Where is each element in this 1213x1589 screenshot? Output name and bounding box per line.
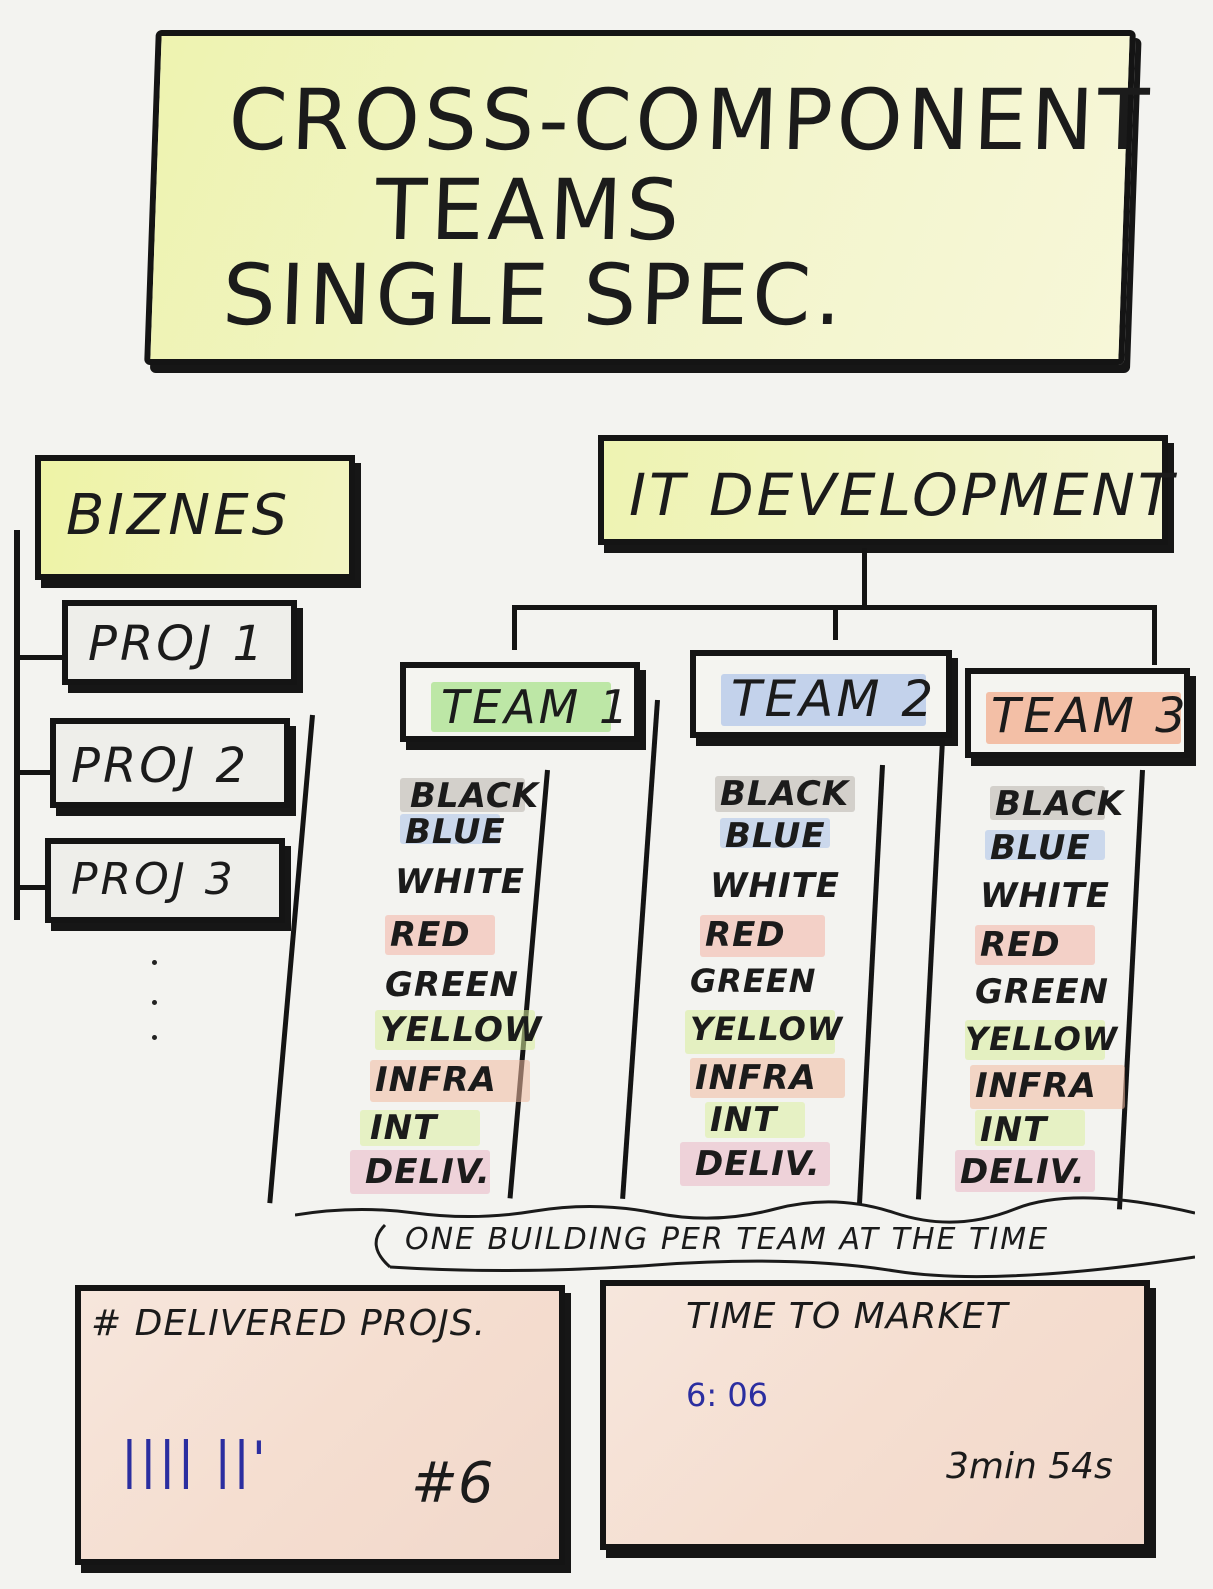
proj-3-label: PROJ 3 bbox=[71, 854, 236, 905]
team-2-item: YELLOW bbox=[690, 1010, 844, 1048]
it-development-label: IT DEVELOPMENT bbox=[629, 461, 1177, 529]
biznes-box: BIZNES bbox=[35, 455, 355, 580]
team-3-item: INT bbox=[980, 1110, 1048, 1150]
tally-marks: |||| ||' bbox=[121, 1431, 268, 1489]
proj-1-label: PROJ 1 bbox=[88, 616, 267, 672]
hl-infra bbox=[690, 1058, 845, 1098]
team-3-item: BLUE bbox=[990, 828, 1091, 868]
team-1-item: YELLOW bbox=[380, 1010, 543, 1050]
team-3-item: GREEN bbox=[975, 972, 1109, 1012]
hl-int bbox=[360, 1110, 480, 1146]
team-1-item: INFRA bbox=[375, 1060, 497, 1100]
team-2-item: GREEN bbox=[690, 962, 817, 1000]
proj-2-label: PROJ 2 bbox=[71, 738, 250, 794]
team-3-connector bbox=[1152, 605, 1157, 665]
time-to-market-title: TIME TO MARKET bbox=[686, 1296, 1009, 1337]
team-2-item: INT bbox=[710, 1100, 778, 1140]
team-3-item: YELLOW bbox=[965, 1020, 1119, 1058]
team-3-item: WHITE bbox=[980, 876, 1111, 916]
team-1-item: BLACK bbox=[410, 776, 540, 816]
hl-int bbox=[975, 1110, 1085, 1146]
hl-yellow bbox=[685, 1010, 835, 1054]
title-line-1: CROSS-COMPONENT bbox=[226, 71, 1155, 169]
team-1-box: TEAM 1 bbox=[400, 662, 640, 742]
team-1-connector bbox=[512, 605, 517, 650]
proj-1-connector bbox=[20, 655, 65, 660]
proj-3-connector bbox=[20, 885, 47, 890]
title-line-2: TEAMS bbox=[373, 161, 685, 259]
delivered-count: #6 bbox=[411, 1451, 494, 1516]
team-1-highlight bbox=[431, 682, 611, 732]
biznes-connector bbox=[14, 530, 20, 920]
hl-yellow bbox=[965, 1020, 1105, 1060]
team-1-item: INT bbox=[370, 1108, 438, 1148]
team-3-item: RED bbox=[980, 925, 1061, 965]
team-2-item: WHITE bbox=[710, 866, 841, 906]
proj-1-box: PROJ 1 bbox=[62, 600, 297, 685]
team-2-item: DELIV. bbox=[695, 1144, 821, 1184]
biznes-label: BIZNES bbox=[66, 483, 291, 548]
delivered-projects-box: # DELIVERED PROJS. |||| ||' #6 bbox=[75, 1285, 565, 1565]
proj-3-box: PROJ 3 bbox=[45, 838, 285, 923]
hl-red bbox=[385, 915, 495, 955]
team-3-highlight bbox=[986, 692, 1181, 744]
team-3-item: INFRA bbox=[975, 1066, 1097, 1106]
it-development-box: IT DEVELOPMENT bbox=[598, 435, 1173, 545]
hl-int bbox=[705, 1102, 805, 1138]
ellipsis-dot bbox=[152, 960, 157, 965]
it-tree-stem bbox=[862, 548, 867, 610]
team-3-item: DELIV. bbox=[960, 1152, 1086, 1192]
team-2-item: RED bbox=[705, 915, 786, 955]
team-1-item: RED bbox=[390, 915, 471, 955]
time-second-value: 3min 54s bbox=[946, 1446, 1113, 1487]
team-2-box: TEAM 2 bbox=[690, 650, 952, 738]
hl-deliv bbox=[350, 1150, 490, 1194]
title-line-3: SINGLE SPEC. bbox=[220, 246, 848, 344]
team-3-box: TEAM 3 bbox=[965, 668, 1190, 758]
title-box: CROSS-COMPONENT TEAMS SINGLE SPEC. bbox=[144, 30, 1155, 365]
team-1-item: BLUE bbox=[405, 812, 506, 852]
hl-infra bbox=[370, 1060, 530, 1102]
team-1-item: WHITE bbox=[395, 862, 526, 902]
hl-blue bbox=[985, 830, 1105, 860]
hl-blue bbox=[400, 814, 500, 844]
proj-2-box: PROJ 2 bbox=[50, 718, 290, 808]
hl-black bbox=[990, 786, 1105, 820]
time-to-market-box: TIME TO MARKET 6: 06 3min 54s bbox=[600, 1280, 1150, 1550]
hl-black bbox=[715, 776, 855, 812]
note-banner-lines bbox=[295, 1196, 1195, 1279]
hl-black bbox=[400, 778, 525, 812]
team-1-item: GREEN bbox=[385, 965, 519, 1005]
team-2-connector bbox=[833, 605, 838, 640]
team-2-item: BLUE bbox=[725, 816, 826, 856]
team-2-item: BLACK bbox=[720, 774, 850, 814]
delivered-projects-title: # DELIVERED PROJS. bbox=[91, 1303, 487, 1344]
ellipsis-dot bbox=[152, 1000, 157, 1005]
team-2-label: TEAM 2 bbox=[731, 670, 937, 728]
note-text: ONE BUILDING PER TEAM AT THE TIME bbox=[405, 1222, 1050, 1257]
team-1-item: DELIV. bbox=[365, 1152, 491, 1192]
hl-deliv bbox=[680, 1142, 830, 1186]
team-3-label: TEAM 3 bbox=[991, 688, 1189, 744]
time-first-value: 6: 06 bbox=[686, 1376, 769, 1414]
hl-red bbox=[975, 925, 1095, 965]
ellipsis-dot bbox=[152, 1035, 157, 1040]
hl-infra bbox=[970, 1065, 1125, 1109]
team-2-highlight bbox=[721, 674, 926, 726]
hl-red bbox=[700, 915, 825, 957]
hl-yellow bbox=[375, 1010, 535, 1050]
hl-blue bbox=[720, 818, 830, 848]
team-3-item: BLACK bbox=[995, 784, 1125, 824]
proj-2-connector bbox=[20, 770, 52, 775]
hl-deliv bbox=[955, 1150, 1095, 1192]
team-2-item: INFRA bbox=[695, 1058, 817, 1098]
team-1-label: TEAM 1 bbox=[441, 680, 632, 734]
